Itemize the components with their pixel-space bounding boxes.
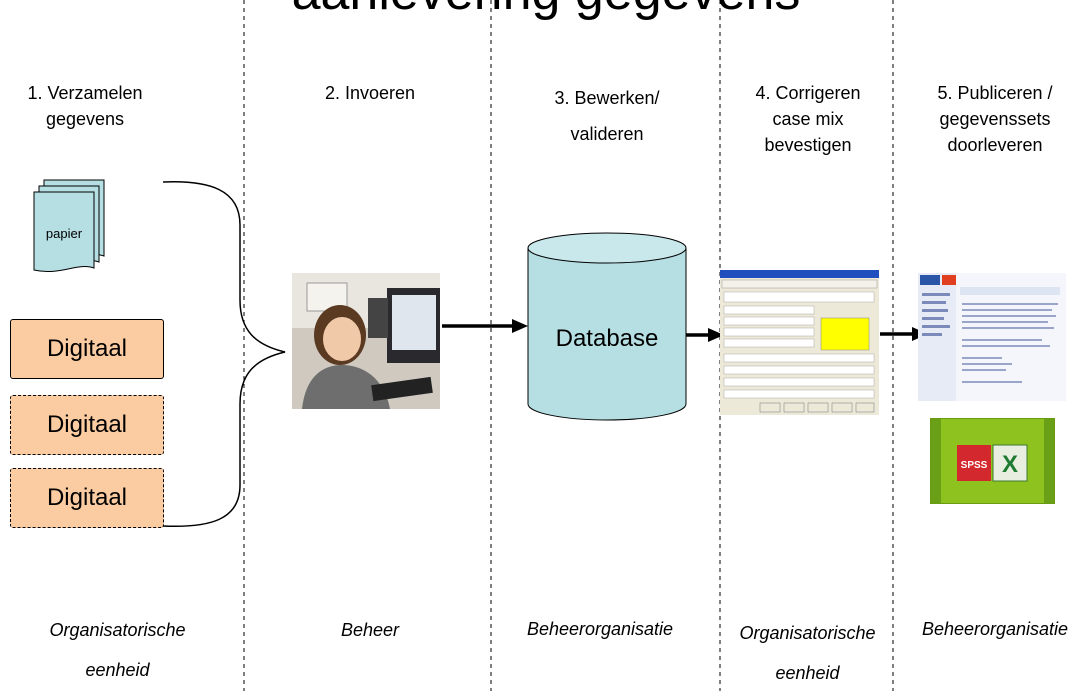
excel-icon — [992, 444, 1028, 482]
paper-label: papier — [46, 226, 83, 241]
grouping-brace — [162, 181, 286, 528]
step-5-line-2: gegevenssets — [939, 109, 1051, 129]
export-illustration: SPSS X — [931, 419, 1054, 503]
step-3-line-2: valideren — [570, 124, 644, 144]
case-mix-form-screenshot — [720, 270, 879, 415]
step-1-header: 1. Verzamelen gegevens — [0, 80, 170, 132]
footer-4-line-1: Organisatorische — [739, 623, 876, 643]
footer-3: Beheerorganisatie — [500, 609, 700, 649]
form-highlight-field — [820, 317, 870, 351]
footer-2-line-1: Beheer — [340, 620, 400, 640]
footer-5-line-1: Beheerorganisatie — [921, 619, 1069, 639]
database-label: Database — [556, 325, 659, 352]
website-illustration — [918, 273, 1066, 401]
data-entry-photo — [292, 273, 440, 409]
footer-1-line-2: eenheid — [85, 660, 150, 680]
step-4-line-2: case mix — [772, 109, 844, 129]
arrow-head-1 — [512, 319, 528, 333]
footer-4: Organisatorische eenheid — [720, 613, 895, 693]
footer-2: Beheer — [300, 610, 440, 650]
step-4-header: 4. Corrigeren case mix bevestigen — [728, 80, 888, 158]
excel-label: X — [1002, 451, 1018, 478]
digital-source-2: Digitaal — [10, 395, 164, 455]
page-title: aanlevering gegevens — [0, 0, 1092, 22]
footer-1-line-1: Organisatorische — [49, 620, 186, 640]
publication-website-screenshot — [918, 273, 1066, 401]
step-3-header: 3. Bewerken/ valideren — [527, 80, 687, 152]
step-2-line-1: 2. Invoeren — [324, 83, 416, 103]
spss-logo — [957, 445, 991, 481]
step-4-line-1: 4. Corrigeren — [755, 83, 861, 103]
digital-source-3: Digitaal — [10, 468, 164, 528]
step-4-line-3: bevestigen — [764, 135, 852, 155]
step-1-line-2: gegevens — [45, 109, 125, 129]
footer-4-line-2: eenheid — [775, 663, 840, 683]
digital-source-2-label: Digitaal — [46, 411, 128, 438]
step-3-line-1: 3. Bewerken/ — [554, 88, 660, 108]
digital-source-1: Digitaal — [10, 319, 164, 379]
paper-stack-icon: papier — [33, 179, 105, 272]
footer-1: Organisatorische eenheid — [0, 610, 235, 690]
spss-label: SPSS — [961, 460, 988, 471]
step-5-line-3: doorleveren — [947, 135, 1043, 155]
database-cylinder: Database — [527, 232, 687, 421]
footer-5: Beheerorganisatie — [898, 609, 1092, 649]
digital-source-1-label: Digitaal — [46, 335, 128, 362]
footer-3-line-1: Beheerorganisatie — [526, 619, 674, 639]
step-5-line-1: 5. Publiceren / — [937, 83, 1053, 103]
arrow-head-2 — [708, 328, 724, 342]
dataset-export-box: SPSS X — [930, 418, 1055, 504]
step-2-header: 2. Invoeren — [290, 80, 450, 106]
digital-source-3-label: Digitaal — [46, 484, 128, 511]
step-5-header: 5. Publiceren / gegevenssets doorleveren — [905, 80, 1085, 158]
form-illustration — [720, 270, 879, 413]
step-1-line-1: 1. Verzamelen — [27, 83, 143, 103]
photo-illustration — [292, 273, 440, 409]
